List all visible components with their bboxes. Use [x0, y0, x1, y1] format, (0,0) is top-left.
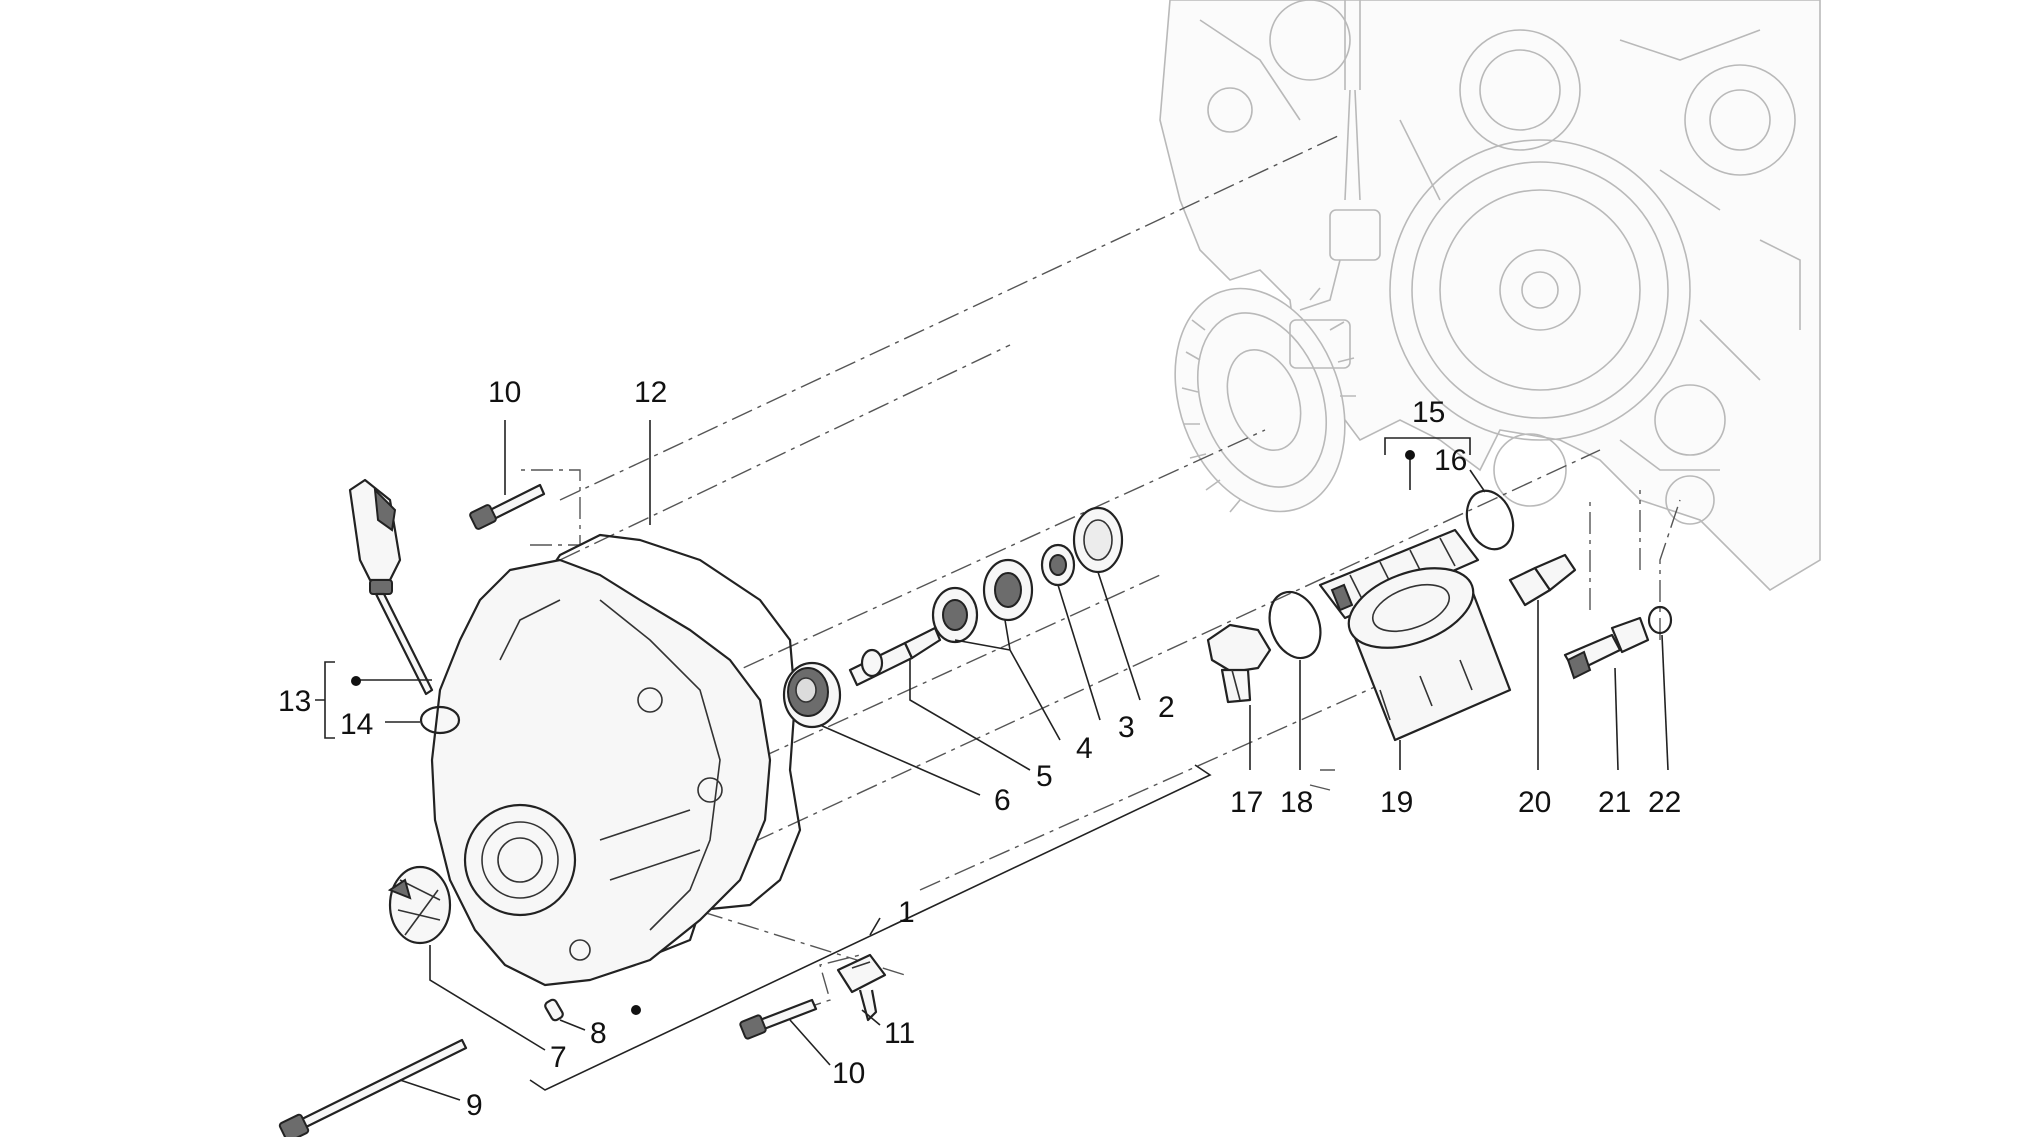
water-pump-impeller [387, 865, 452, 945]
drain-plug-washer [1268, 590, 1322, 660]
reference-dots [351, 450, 1415, 1015]
dowel-pin [544, 998, 564, 1022]
bearing-outer [931, 586, 979, 644]
callout-18: 18 [1280, 786, 1313, 819]
oil-pressure-sender [1508, 553, 1577, 607]
bearing-inner [982, 558, 1034, 622]
strainer-o-ring [1465, 489, 1515, 551]
pump-shaft [848, 626, 942, 687]
callout-4: 4 [1076, 732, 1093, 765]
callout-22: 22 [1648, 786, 1681, 819]
drain-plug [1206, 623, 1272, 704]
callout-10-lower: 10 [832, 1057, 865, 1090]
temperature-sensor [1563, 616, 1650, 680]
callout-2: 2 [1158, 691, 1175, 724]
oil-filter-cartridge [1347, 567, 1512, 742]
callout-9: 9 [466, 1089, 483, 1122]
mechanical-seal [782, 661, 842, 729]
callout-12: 12 [634, 376, 667, 409]
callout-13: 13 [278, 685, 311, 718]
leader-lines [315, 420, 1669, 1101]
callout-1: 1 [898, 896, 915, 929]
callout-11: 11 [884, 1017, 915, 1050]
bolt-upper [469, 483, 546, 530]
spacer-ring [1040, 543, 1076, 587]
callout-7: 7 [550, 1041, 567, 1074]
engine-block-background [1159, 0, 1821, 592]
callout-14: 14 [340, 708, 373, 741]
callout-17: 17 [1230, 786, 1263, 819]
oil-dipstick [348, 478, 434, 696]
callout-19: 19 [1380, 786, 1413, 819]
callout-21: 21 [1598, 786, 1631, 819]
callout-labels: 1 2 3 4 5 6 7 8 9 10 10 11 12 13 14 15 1… [278, 376, 1681, 1122]
long-bolt [278, 1038, 468, 1137]
callout-20: 20 [1518, 786, 1551, 819]
retaining-clip [836, 953, 887, 1022]
dipstick-o-ring [419, 705, 461, 735]
stator [1174, 287, 1356, 513]
callout-8: 8 [590, 1017, 607, 1050]
callout-5: 5 [1036, 760, 1053, 793]
callout-10-upper: 10 [488, 376, 521, 409]
cover-casing [430, 558, 772, 987]
callout-3: 3 [1118, 711, 1135, 744]
sensor-washer [1647, 605, 1673, 635]
callout-16: 16 [1434, 444, 1467, 477]
callout-6: 6 [994, 784, 1011, 817]
callout-15: 15 [1412, 396, 1445, 429]
oil-seal [1072, 506, 1124, 574]
bolt-lower [739, 998, 818, 1040]
